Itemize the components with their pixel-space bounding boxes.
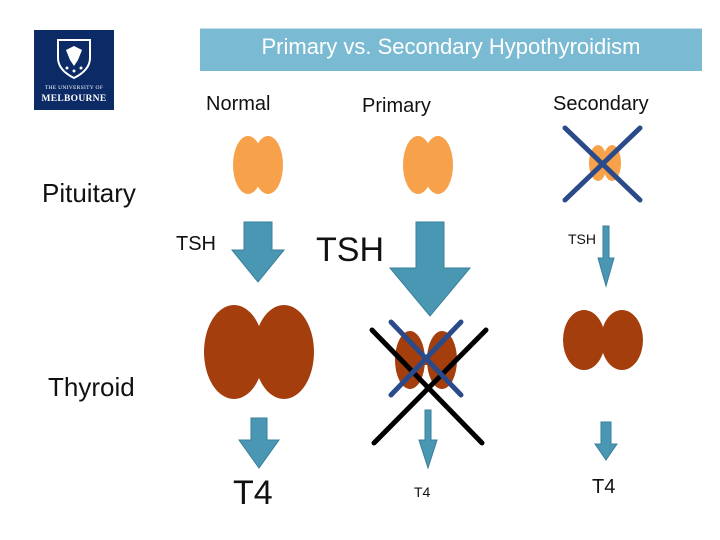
tsh-label-secondary: TSH bbox=[568, 231, 596, 247]
university-logo: THE UNIVERSITY OF MELBOURNE bbox=[34, 30, 114, 110]
logo-line-2: MELBOURNE bbox=[41, 94, 107, 104]
t4-arrow-normal bbox=[238, 417, 280, 469]
tsh-label-primary: TSH bbox=[316, 231, 384, 269]
page-title: Primary vs. Secondary Hypothyroidism bbox=[261, 34, 641, 59]
title-bar bbox=[200, 28, 702, 71]
t4-label-secondary: T4 bbox=[592, 476, 616, 498]
column-header-normal: Normal bbox=[206, 93, 271, 115]
thyroid-secondary bbox=[563, 310, 643, 370]
row-label-pituitary: Pituitary bbox=[42, 178, 136, 208]
column-header-secondary: Secondary bbox=[553, 93, 649, 115]
logo-line-1: THE UNIVERSITY OF bbox=[44, 85, 104, 91]
t4-arrow-secondary bbox=[594, 421, 618, 461]
pituitary-primary bbox=[403, 136, 453, 194]
pituitary-normal bbox=[233, 136, 283, 194]
tsh-label-normal: TSH bbox=[176, 233, 216, 255]
crest-icon bbox=[57, 39, 91, 80]
column-header-primary: Primary bbox=[362, 95, 431, 117]
t4-label-normal: T4 bbox=[233, 474, 273, 512]
tsh-arrow-secondary bbox=[597, 225, 615, 288]
t4-label-primary: T4 bbox=[414, 484, 431, 500]
thyroid-normal bbox=[204, 305, 314, 399]
tsh-arrow-primary bbox=[388, 221, 472, 317]
row-label-thyroid: Thyroid bbox=[48, 372, 135, 402]
t4-arrow-primary bbox=[418, 409, 438, 470]
tsh-arrow-normal bbox=[230, 221, 286, 283]
cross-primary-thyroid-black bbox=[369, 327, 489, 446]
cross-secondary-pituitary bbox=[562, 125, 643, 203]
cross-primary-thyroid-blue bbox=[388, 319, 464, 398]
